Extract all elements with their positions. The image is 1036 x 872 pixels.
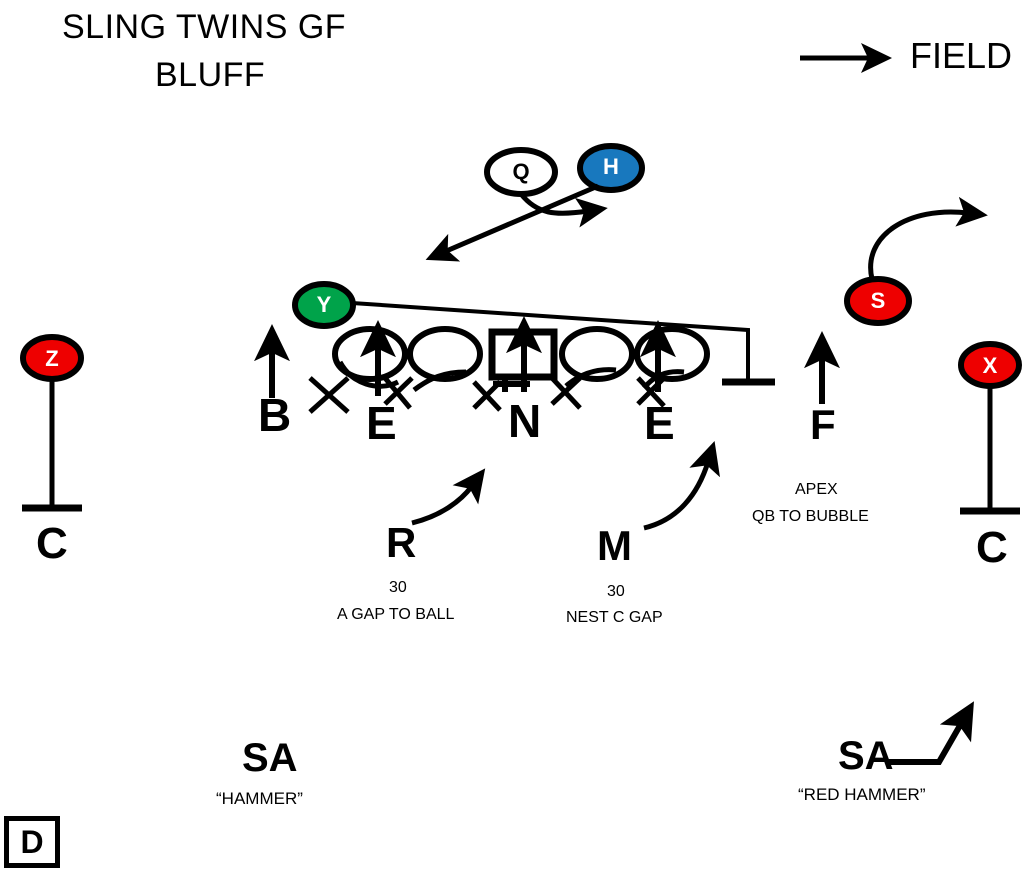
linebacker-m-depth: 30 [607,583,625,600]
z-stalk-block-route [22,379,82,512]
linebacker-r-blitz-arrow [411,468,486,526]
offense-player-x [958,341,1022,389]
oline-left-guard [407,326,483,382]
linebacker-m-blitz-arrow [643,441,720,531]
linebacker-m-label: M [597,522,632,569]
safety-right-label: SA [838,734,894,778]
def-front-e-right: E [644,397,675,449]
linebacker-m-assignment: NEST C GAP [566,609,663,626]
def-front-b: B [258,389,292,441]
block-label-right-c: C [976,523,1008,572]
linebacker-f-depth: APEX [795,481,838,498]
linebacker-r-depth: 30 [389,579,407,596]
linebacker-f-label: F [810,401,836,448]
block-label-left-c: C [36,519,68,568]
def-front-n: N [508,395,542,447]
offense-player-s [844,276,912,326]
linebacker-f-assignment: QB TO BUBBLE [752,508,869,525]
safety-right-call: “RED HAMMER” [798,785,926,804]
safety-left-call: “HAMMER” [216,789,303,808]
s-bubble-route-arrow [868,196,988,280]
h-back-motion-arrow [425,183,599,262]
oline-right-guard [559,326,635,382]
linebacker-r-assignment: A GAP TO BALL [337,606,455,623]
offense-player-z [20,334,84,382]
coverage-tag-label: D [20,823,44,860]
coverage-tag-box [4,816,60,868]
linebacker-r-label: R [386,519,417,566]
offense-player-h [577,143,645,193]
safety-right-rotation-arrow [886,701,974,765]
offense-player-q [484,147,558,197]
play-title-line-1: SLING TWINS GF [62,8,347,46]
def-front-e-left: E [366,397,397,449]
y-pull-block-path [351,301,775,386]
safety-left-label: SA [242,736,298,780]
center-snap-mark [493,378,530,392]
qb-motion-arrow [519,192,608,228]
play-title-line-2: BLUFF [155,56,266,94]
x-stalk-block-route [960,386,1020,515]
field-direction-label: FIELD [910,35,1013,76]
offense-player-y [292,281,356,329]
